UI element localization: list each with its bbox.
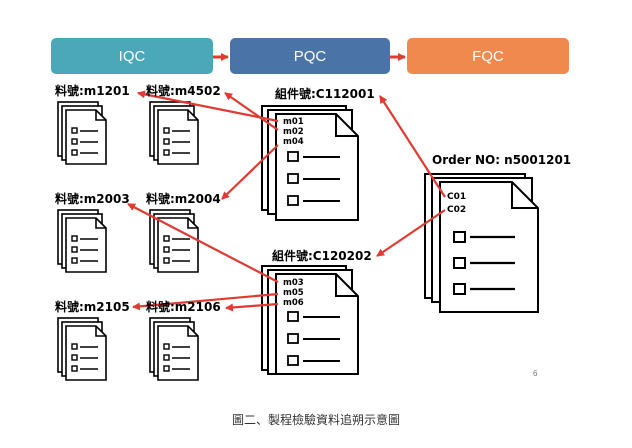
arrow-m02-to-m4502 [224, 92, 279, 131]
figure-caption: 圖二、製程檢驗資料追朔示意圖 [231, 413, 400, 427]
material-label-m2105: 料號:m2105 [55, 300, 130, 314]
arrow-m04-to-m2004 [221, 144, 279, 200]
component-code: m06 [283, 298, 304, 308]
component-code: m01 [283, 117, 304, 127]
assembly-doc-c112001 [261, 105, 359, 221]
trace-arrows [127, 90, 446, 312]
phase-pqc: PQC [230, 38, 390, 74]
order-code: C02 [447, 205, 467, 215]
assembly-label-c112001: 組件號:C112001 [275, 87, 375, 101]
phase-pqc-label: PQC [293, 47, 327, 65]
material-label-m2106: 料號:m2106 [146, 300, 221, 314]
material-label-m4502: 料號:m4502 [146, 84, 221, 98]
arrow-m03-to-m2003 [127, 203, 279, 283]
assembly-doc-c120202 [261, 265, 359, 375]
component-code: m05 [283, 288, 304, 298]
material-doc-m2105 [57, 317, 107, 381]
arrow-c02-to-c120202 [376, 209, 446, 257]
component-code: m02 [283, 127, 304, 137]
order-code: C01 [447, 192, 467, 202]
arrow-m05-to-m2105 [132, 292, 279, 311]
arrow-m06-to-m2106 [225, 302, 279, 312]
page-number: 6 [533, 369, 538, 378]
phase-fqc: FQC [407, 38, 569, 74]
assembly-label-c120202: 組件號:C120202 [272, 249, 372, 263]
material-label-m2004: 料號:m2004 [146, 192, 221, 206]
arrow-m01-to-m1201 [137, 90, 279, 123]
material-doc-m2003 [57, 209, 107, 273]
phase-fqc-label: FQC [472, 47, 504, 65]
material-label-m1201: 料號:m1201 [55, 84, 130, 98]
phase-iqc: IQC [51, 38, 213, 74]
material-doc-m1201 [57, 101, 107, 165]
material-doc-m4502 [149, 101, 199, 165]
phase-iqc-label: IQC [118, 47, 146, 65]
component-code: m04 [283, 137, 304, 147]
material-doc-m2106 [149, 317, 199, 381]
component-code: m03 [283, 278, 304, 288]
material-label-m2003: 料號:m2003 [55, 192, 130, 206]
order-number-label: Order NO: n5001201 [432, 153, 572, 167]
arrow-c01-to-c112001 [379, 95, 446, 198]
order-doc [424, 173, 539, 313]
